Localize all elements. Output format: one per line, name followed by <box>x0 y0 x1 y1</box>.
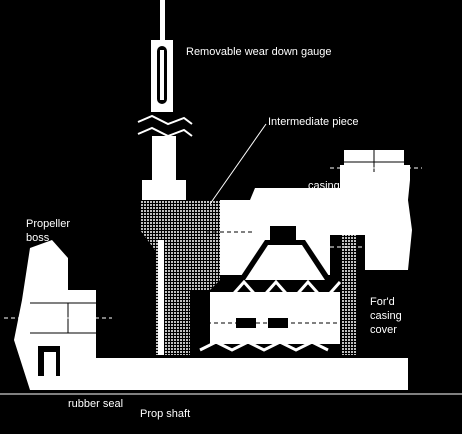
cover-label-line2: casing <box>370 310 402 322</box>
cover-label-line3: cover <box>370 324 397 336</box>
gauge-rod-top <box>160 0 165 40</box>
intermediate-piece <box>140 200 220 355</box>
shaft-label: Prop shaft <box>140 408 191 420</box>
gauge-needle <box>160 50 164 100</box>
break-line-top <box>137 114 193 126</box>
gauge-label: Removable wear down gauge <box>186 46 332 58</box>
intermediate-label: Intermediate piece <box>268 116 359 128</box>
seal-cone <box>245 245 325 280</box>
seal-label: rubber seal <box>68 398 124 410</box>
gauge-collar <box>142 180 186 200</box>
intermediate-leader <box>209 123 267 205</box>
lower-spring <box>199 340 329 352</box>
forward-wall-hatch <box>342 235 356 355</box>
shaft-bearing-base <box>38 358 408 390</box>
intermediate-stud <box>158 240 164 355</box>
cover-label-line1: For'd <box>370 296 395 308</box>
boss-label-line2: boss <box>26 232 50 244</box>
propeller-boss <box>14 240 96 390</box>
casing-cavity <box>270 226 296 240</box>
break-line-bottom <box>137 126 193 138</box>
casing-label: casing <box>308 180 340 192</box>
rubber-seal-insert <box>44 352 56 382</box>
boss-label-line1: Propeller <box>26 218 71 230</box>
gauge-lower-stem <box>152 136 176 180</box>
